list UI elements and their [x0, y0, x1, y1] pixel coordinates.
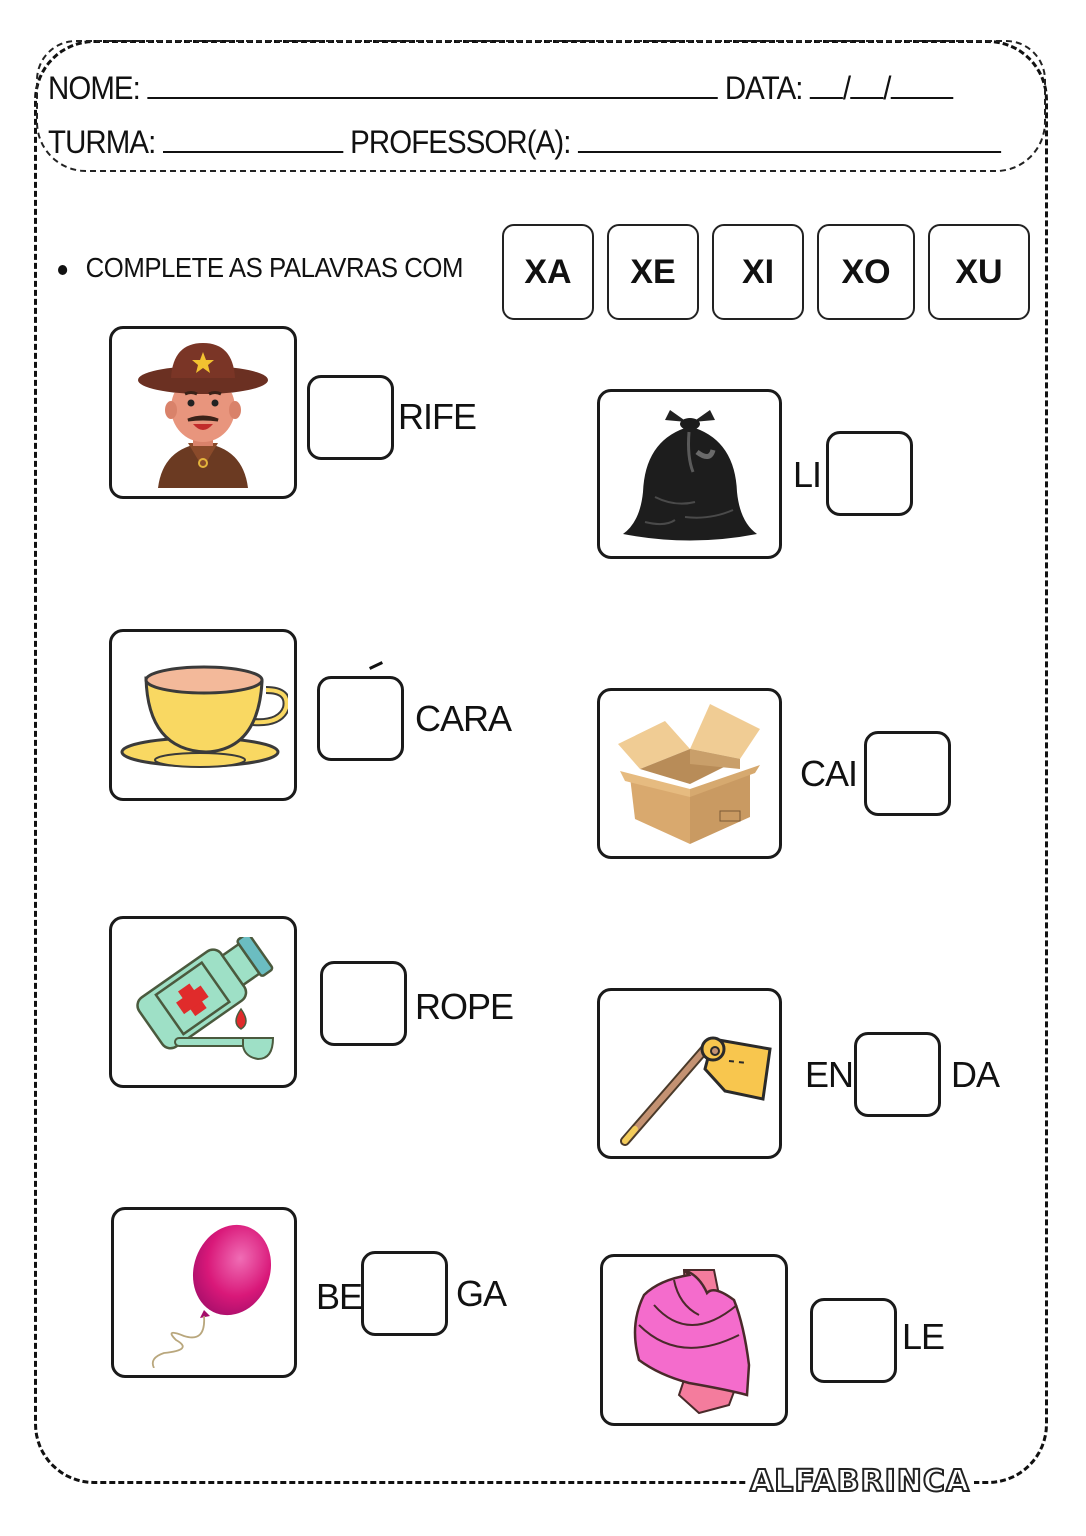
cardboard-box-icon	[617, 703, 760, 844]
class-field[interactable]	[162, 127, 343, 153]
header-box	[36, 40, 1046, 172]
shawl-image	[600, 1254, 788, 1426]
word-suffix-5: ROPE	[415, 986, 514, 1027]
word-prefix-7: BE	[316, 1276, 363, 1317]
answer-box-7[interactable]	[361, 1251, 448, 1336]
name-field[interactable]	[147, 73, 718, 99]
sheriff-cowboy-icon	[138, 342, 268, 488]
answer-box-2[interactable]	[826, 431, 913, 516]
answer-box-5[interactable]	[320, 961, 407, 1046]
instruction-text: COMPLETE AS PALAVRAS COM	[85, 252, 464, 283]
word-suffix-6: DA	[951, 1054, 1000, 1095]
word-suffix-8: LE	[902, 1316, 945, 1357]
answer-box-4[interactable]	[864, 731, 951, 816]
answer-box-1[interactable]	[307, 375, 394, 460]
shawl-icon	[633, 1268, 751, 1415]
teacup-image	[109, 629, 297, 801]
teacher-label: PROFESSOR(A):	[350, 124, 571, 160]
teacher-field[interactable]	[577, 127, 1001, 153]
word-suffix-7: GA	[456, 1273, 507, 1314]
answer-box-3[interactable]	[317, 676, 404, 761]
name-label: NOME:	[48, 70, 141, 106]
syllable-xu: XU	[928, 224, 1030, 320]
balloon-image	[111, 1207, 297, 1378]
brand-logo: ALFABRINCA	[746, 1465, 975, 1499]
date-month-field[interactable]	[850, 73, 884, 99]
answer-box-6[interactable]	[854, 1032, 941, 1117]
answer-box-8[interactable]	[810, 1298, 897, 1383]
syllable-xo: XO	[817, 224, 915, 320]
instruction: COMPLETE AS PALAVRAS COM	[58, 252, 463, 284]
header-row-1: NOME: DATA: //	[48, 70, 954, 107]
word-suffix-1: RIFE	[398, 396, 477, 437]
syllable-xe: XE	[607, 224, 699, 320]
hoe-image	[597, 988, 782, 1159]
bullet-icon	[58, 264, 68, 275]
teacup-icon	[120, 665, 288, 768]
cardboard-box-image	[597, 688, 782, 859]
class-label: TURMA:	[48, 124, 156, 160]
header-row-2: TURMA: PROFESSOR(A):	[48, 124, 1001, 161]
syllable-xi: XI	[712, 224, 804, 320]
garbage-bag-image	[597, 389, 782, 559]
date-day-field[interactable]	[809, 73, 843, 99]
date-year-field[interactable]	[890, 73, 954, 99]
hoe-icon	[619, 1036, 772, 1146]
garbage-bag-icon	[622, 409, 757, 540]
sheriff-image	[109, 326, 297, 499]
syllable-xa: XA	[502, 224, 594, 320]
word-prefix-2: LI	[793, 454, 822, 495]
balloon-icon	[151, 1224, 272, 1368]
date-label: DATA:	[724, 70, 804, 106]
word-prefix-4: CAI	[800, 753, 858, 794]
syrup-image	[109, 916, 297, 1088]
word-prefix-6: EN	[805, 1054, 854, 1095]
syrup-bottle-icon	[136, 937, 275, 1061]
word-suffix-3: CARA	[415, 698, 512, 739]
